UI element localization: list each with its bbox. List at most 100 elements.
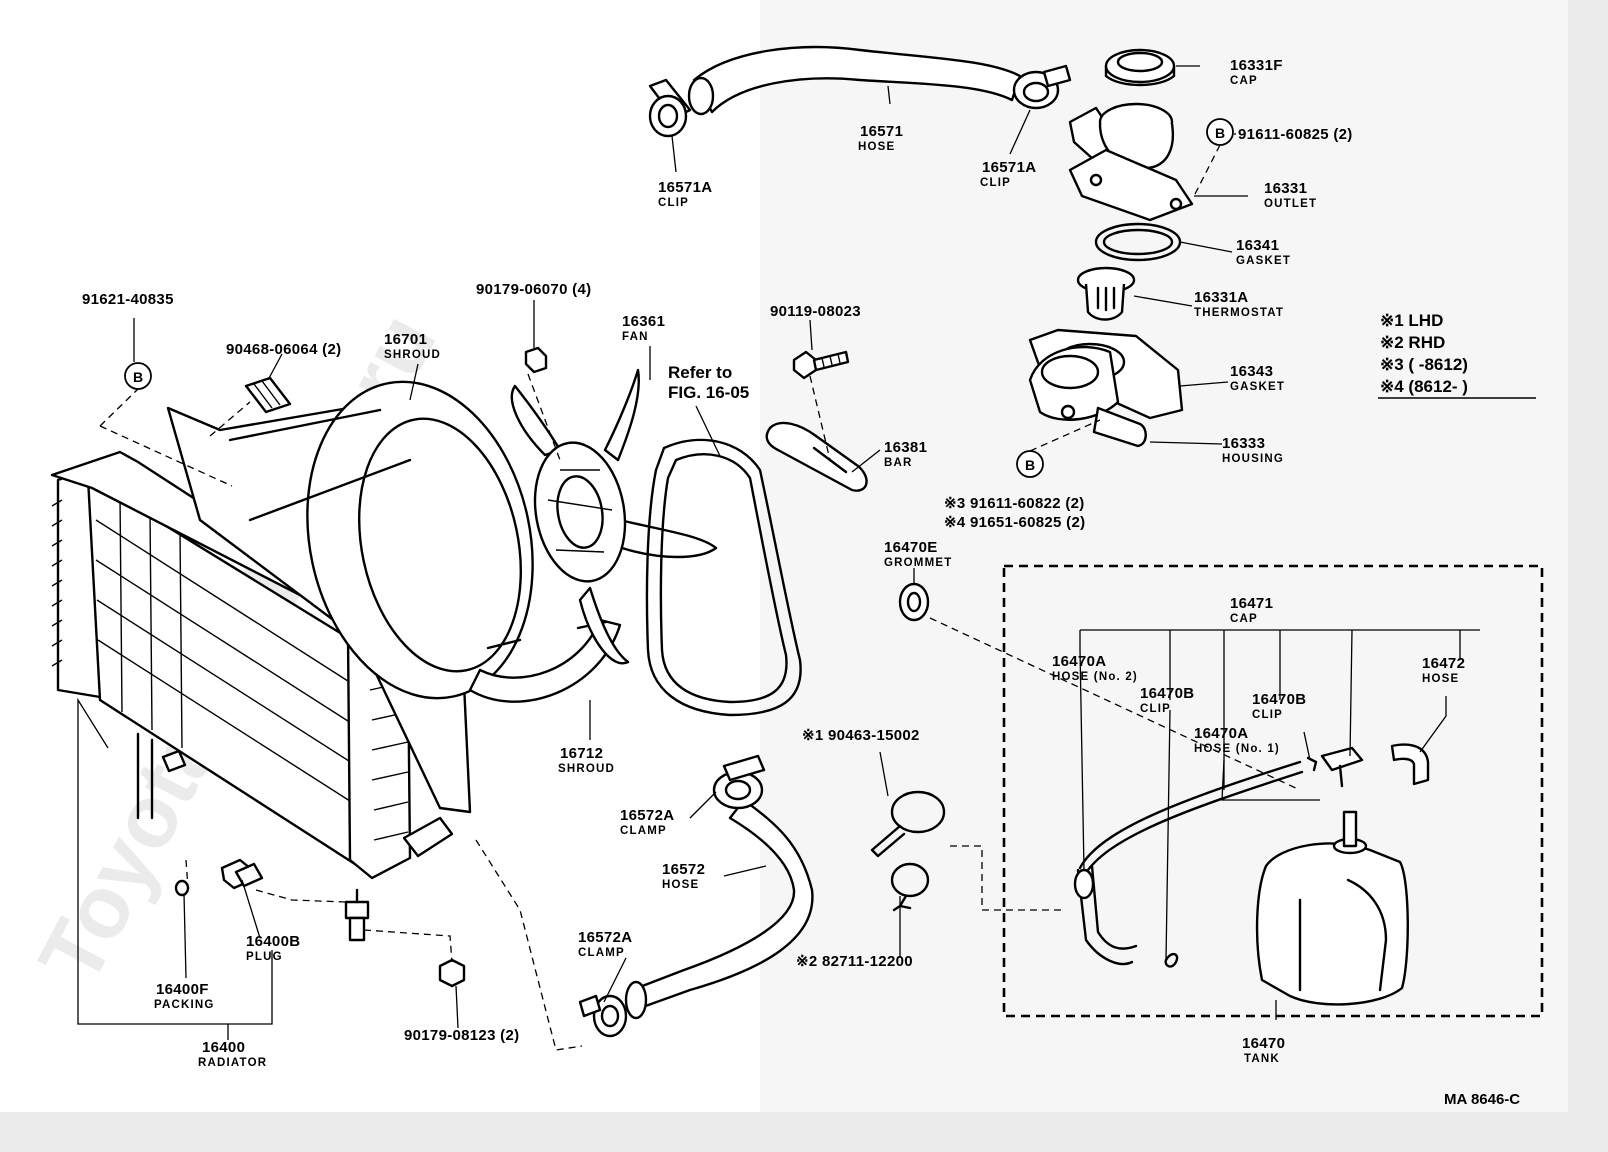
svg-text:16400F: 16400F — [156, 981, 209, 998]
svg-text:16361: 16361 — [622, 313, 665, 330]
svg-text:16400B: 16400B — [246, 933, 300, 950]
label-16571A-clip-left: 16571A CLIP — [658, 179, 712, 209]
label-16470A-hose-no2: 16470A HOSE (No. 2) — [1052, 653, 1138, 683]
packing-part[interactable] — [174, 879, 190, 897]
overflow-hose-no2-part[interactable] — [1073, 864, 1138, 966]
tank-cap-part[interactable] — [1320, 746, 1364, 788]
svg-text:16572A: 16572A — [620, 807, 674, 824]
svg-text:HOUSING: HOUSING — [1222, 453, 1284, 465]
svg-text:16331: 16331 — [1264, 180, 1307, 197]
svg-text:CAP: CAP — [1230, 75, 1258, 87]
bolt-90468-part[interactable] — [244, 376, 292, 414]
svg-text:B: B — [1215, 125, 1225, 141]
legend-item-2: ※2 RHD — [1380, 333, 1445, 352]
tank-hose-16472-part[interactable] — [1390, 743, 1430, 786]
svg-text:16333: 16333 — [1222, 435, 1265, 452]
lower-hose-part[interactable] — [624, 798, 814, 1020]
lower-hose-clamp-bottom[interactable] — [578, 994, 628, 1038]
label-90468-06064: 90468-06064 (2) — [226, 341, 341, 358]
svg-text:16341: 16341 — [1236, 237, 1279, 254]
grommet-part[interactable] — [898, 582, 930, 622]
svg-text:CAP: CAP — [1230, 613, 1258, 625]
svg-text:16381: 16381 — [884, 439, 927, 456]
svg-text:Refer to: Refer to — [668, 363, 732, 382]
svg-text:CLAMP: CLAMP — [578, 947, 625, 959]
svg-text:OUTLET: OUTLET — [1264, 198, 1317, 210]
svg-text:16571A: 16571A — [982, 159, 1036, 176]
svg-text:FIG. 16-05: FIG. 16-05 — [668, 383, 749, 402]
nut-90179-08123-part[interactable] — [438, 958, 466, 988]
svg-text:GASKET: GASKET — [1230, 381, 1285, 393]
label-16572A-clamp-bottom: 16572A CLAMP — [578, 929, 632, 959]
svg-text:16471: 16471 — [1230, 595, 1273, 612]
svg-text:16470: 16470 — [1242, 1035, 1285, 1052]
overflow-hose-no1-part[interactable] — [1078, 760, 1304, 878]
radiator-cap-part[interactable] — [1104, 48, 1176, 87]
bolt-symbol-b-3: B — [1016, 450, 1044, 478]
label-16361-fan: 16361 FAN — [622, 313, 665, 343]
thermostat-housing-part[interactable] — [1028, 345, 1147, 448]
svg-text:HOSE: HOSE — [1422, 673, 1459, 685]
label-16333: 16333 HOUSING — [1222, 435, 1284, 465]
parts-diagram: ToyotaCarMine.ru — [19, 45, 1544, 1108]
svg-text:16470E: 16470E — [884, 539, 938, 556]
legend-item-1: ※1 LHD — [1380, 311, 1443, 330]
thermostat-part[interactable] — [1076, 266, 1136, 321]
svg-text:16712: 16712 — [560, 745, 603, 762]
svg-text:BAR: BAR — [884, 457, 913, 469]
svg-text:HOSE: HOSE — [662, 879, 699, 891]
svg-text:16571A: 16571A — [658, 179, 712, 196]
svg-text:FAN: FAN — [622, 331, 649, 343]
bolt-90119-part[interactable] — [792, 350, 850, 380]
label-16470B-clip-left: 16470B CLIP — [1140, 685, 1194, 715]
leader-lines — [77, 65, 1480, 1040]
reserve-tank-part[interactable] — [1255, 810, 1409, 1006]
nut-90179-06070-part[interactable] — [524, 346, 548, 374]
hose-clamp-rhd-part[interactable] — [890, 862, 930, 912]
label-16331F: 16331F CAP — [1230, 57, 1283, 87]
reference-note: Refer to FIG. 16-05 — [668, 363, 749, 402]
label-16341: 16341 GASKET — [1236, 237, 1290, 267]
svg-text:16572: 16572 — [662, 861, 705, 878]
upper-hose-part[interactable] — [687, 45, 1022, 116]
label-90463-15002: ※1 90463-15002 — [802, 727, 920, 744]
upper-hose-clip-left[interactable] — [648, 78, 692, 138]
svg-text:16571: 16571 — [860, 123, 903, 140]
legend-box: ※1 LHD ※2 RHD ※3 ( -8612) ※4 (8612- ) — [1378, 311, 1536, 399]
label-16381-bar: 16381 BAR — [884, 439, 927, 469]
label-91621-40835: 91621-40835 — [82, 291, 174, 308]
svg-text:CLAMP: CLAMP — [620, 825, 667, 837]
label-90119-08023: 90119-08023 — [770, 303, 861, 320]
drain-plug-part[interactable] — [220, 858, 264, 890]
lower-hose-clamp-top[interactable] — [712, 754, 766, 810]
svg-text:HOSE (No. 2): HOSE (No. 2) — [1052, 671, 1138, 683]
label-91611-60822: ※3 91611-60822 (2) — [944, 495, 1085, 512]
label-16472-hose: 16472 HOSE — [1422, 655, 1465, 685]
svg-text:16470A: 16470A — [1194, 725, 1248, 742]
hose-clamp-lhd-part[interactable] — [870, 790, 946, 858]
svg-text:16331F: 16331F — [1230, 57, 1283, 74]
bar-part[interactable] — [765, 421, 868, 492]
label-16331A-thermostat: 16331A THERMOSTAT — [1194, 289, 1283, 319]
svg-text:B: B — [133, 369, 143, 385]
svg-text:16470B: 16470B — [1140, 685, 1194, 702]
label-82711-12200: ※2 82711-12200 — [796, 953, 913, 970]
label-16572-hose: 16572 HOSE — [662, 861, 705, 891]
svg-text:16470A: 16470A — [1052, 653, 1106, 670]
fan-part[interactable] — [510, 368, 718, 665]
tank-clip-part[interactable] — [1164, 756, 1318, 968]
svg-text:B: B — [1025, 457, 1035, 473]
upper-hose-clip-right[interactable] — [1012, 64, 1072, 110]
water-outlet-part[interactable] — [1068, 102, 1194, 222]
label-16400B-plug: 16400B PLUG — [246, 933, 300, 963]
label-16400F-packing: 16400F PACKING — [154, 981, 213, 1011]
outlet-gasket-part[interactable] — [1094, 222, 1182, 262]
label-16712-shroud: 16712 SHROUD — [558, 745, 614, 775]
svg-text:RADIATOR: RADIATOR — [198, 1057, 267, 1069]
legend-item-3: ※3 ( -8612) — [1380, 355, 1468, 374]
shroud-upper-part[interactable] — [166, 361, 561, 814]
bolt-symbol-b-1: B — [124, 362, 152, 390]
svg-text:HOSE (No. 1): HOSE (No. 1) — [1194, 743, 1280, 755]
bushing-part[interactable] — [344, 888, 370, 942]
svg-text:16331A: 16331A — [1194, 289, 1248, 306]
